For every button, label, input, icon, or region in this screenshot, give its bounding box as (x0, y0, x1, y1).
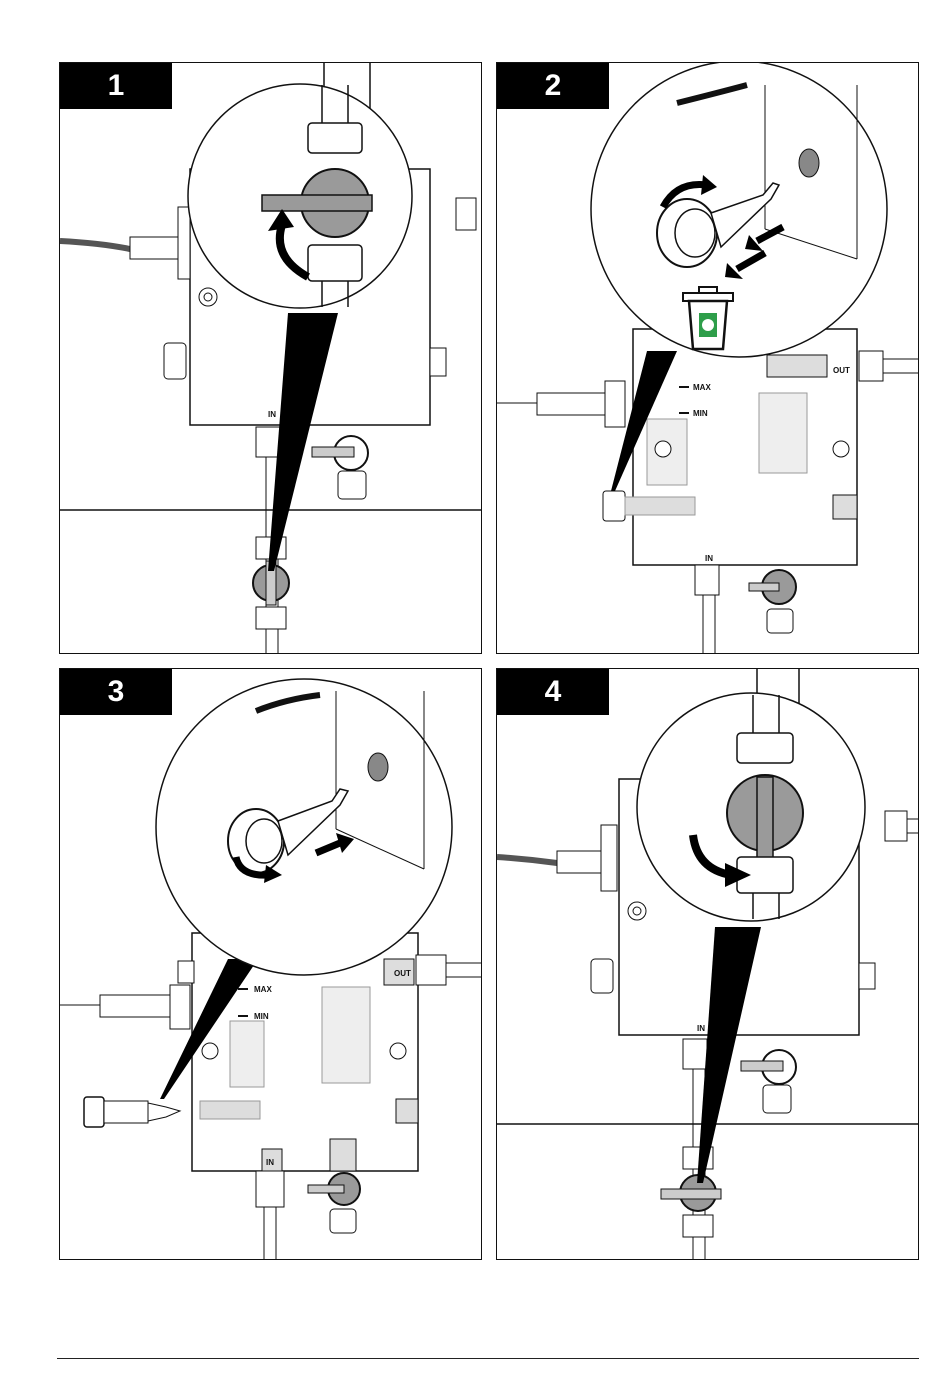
max-label-2: MAX (693, 383, 711, 392)
max-label-3: MAX (254, 985, 272, 994)
out-label-2: OUT (833, 366, 850, 375)
step-3-number: 3 (60, 669, 172, 715)
step-3-panel: 3 OUT MAX MIN IN (59, 668, 482, 1260)
step-4-panel: 4 IN (496, 668, 919, 1260)
in-label-1: IN (268, 410, 276, 419)
step-3-illustration: OUT MAX MIN IN (60, 669, 481, 1259)
min-label-3: MIN (254, 1012, 269, 1021)
out-label-3: OUT (394, 969, 411, 978)
in-label-3: IN (266, 1158, 274, 1167)
step-2-panel: 2 OUT MAX MIN IN (496, 62, 919, 654)
step-2-number: 2 (497, 63, 609, 109)
in-label-2: IN (705, 554, 713, 563)
step-1-number: 1 (60, 63, 172, 109)
footer-rule (57, 1358, 919, 1359)
step-1-panel: 1 IN (59, 62, 482, 654)
min-label-2: MIN (693, 409, 708, 418)
step-1-illustration: IN (60, 63, 481, 653)
in-label-4: IN (697, 1024, 705, 1033)
step-4-number: 4 (497, 669, 609, 715)
step-2-illustration: OUT MAX MIN IN (497, 63, 918, 653)
step-4-illustration: IN (497, 669, 918, 1259)
